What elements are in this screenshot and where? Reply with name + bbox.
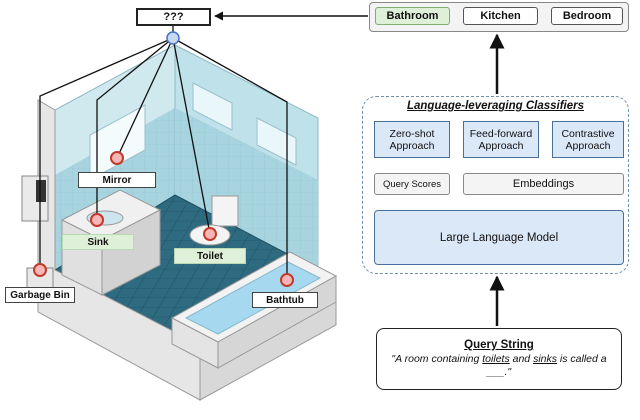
contrastive-approach-box: Contrastive Approach bbox=[552, 121, 624, 158]
feed-forward-approach-box: Feed-forward Approach bbox=[463, 121, 539, 158]
label-sink: Sink bbox=[62, 234, 134, 250]
zero-shot-line2: Approach bbox=[389, 139, 435, 152]
scene-query-box: ??? bbox=[136, 8, 211, 26]
query-word-sinks: sinks bbox=[533, 353, 557, 365]
embeddings-box: Embeddings bbox=[463, 173, 624, 195]
marker-mirror bbox=[110, 151, 124, 165]
vanity-side bbox=[101, 209, 161, 296]
query-word-toilets: toilets bbox=[482, 353, 510, 365]
right-wall-tiles bbox=[175, 108, 318, 270]
output-bathroom: Bathroom bbox=[375, 7, 450, 25]
large-language-model-box: Large Language Model bbox=[374, 210, 624, 265]
line-mirror bbox=[116, 37, 174, 159]
object-markers bbox=[33, 151, 294, 287]
feed-forward-line1: Feed-forward bbox=[469, 127, 533, 140]
marker-sink bbox=[90, 213, 104, 227]
contrastive-line1: Contrastive bbox=[561, 127, 615, 140]
toilet-tank bbox=[211, 195, 239, 227]
classifiers-title: Language-leveraging Classifiers bbox=[406, 100, 585, 112]
window-1 bbox=[192, 82, 233, 131]
mirror-shape bbox=[89, 104, 146, 181]
label-garbage-bin: Garbage Bin bbox=[5, 287, 75, 303]
scene-query-label: ??? bbox=[163, 11, 184, 23]
line-toilet bbox=[172, 37, 211, 235]
feed-forward-line2: Approach bbox=[478, 139, 524, 152]
output-bedroom: Bedroom bbox=[551, 7, 623, 25]
label-mirror: Mirror bbox=[78, 172, 156, 188]
hub-node bbox=[166, 31, 180, 45]
zero-shot-approach-box: Zero-shot Approach bbox=[374, 121, 450, 158]
marker-garbage-bin bbox=[33, 263, 47, 277]
marker-bathtub bbox=[280, 273, 294, 287]
query-blank: ___ bbox=[486, 366, 505, 378]
zero-shot-line1: Zero-shot bbox=[389, 127, 435, 140]
contrastive-line2: Approach bbox=[565, 139, 611, 152]
bathroom-scene bbox=[21, 44, 338, 401]
query-string-title: Query String bbox=[464, 339, 534, 351]
query-string-text: "A room containing toilets and sinks is … bbox=[391, 353, 607, 378]
label-bathtub: Bathtub bbox=[252, 292, 318, 308]
window-2 bbox=[256, 117, 297, 166]
output-kitchen: Kitchen bbox=[463, 7, 538, 25]
label-toilet: Toilet bbox=[174, 248, 246, 264]
line-garbage-bin bbox=[39, 37, 174, 270]
query-string-panel: Query String "A room containing toilets … bbox=[376, 328, 622, 390]
marker-toilet bbox=[203, 227, 217, 241]
query-scores-box: Query Scores bbox=[374, 173, 450, 195]
line-bathtub bbox=[172, 37, 288, 280]
dispenser-panel bbox=[36, 180, 46, 202]
